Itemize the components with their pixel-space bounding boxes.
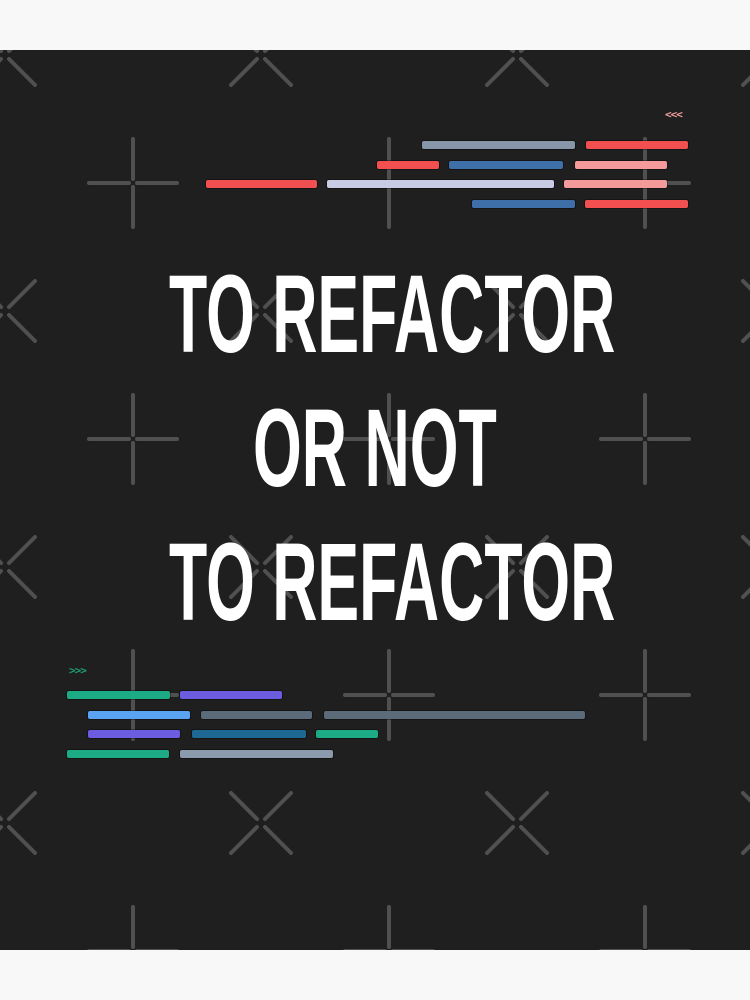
bottom-code-bar: [88, 711, 190, 719]
top-code-bar: [585, 200, 688, 208]
top-code-bar: [377, 161, 439, 169]
top-code-bar: [472, 200, 575, 208]
top-prompt-chevrons: <<<: [665, 108, 683, 121]
poster-artwork: <<< TO REFACTOR OR NOT TO REFACTOR >>>: [0, 50, 750, 950]
top-code-bar: [586, 141, 688, 149]
bottom-prompt-chevrons: >>>: [69, 664, 87, 677]
headline-line-1: TO REFACTOR: [0, 260, 750, 370]
bottom-code-bar: [180, 750, 333, 758]
headline-line-3: TO REFACTOR: [0, 528, 750, 638]
top-code-bar: [564, 180, 667, 188]
bottom-code-bar: [316, 730, 378, 738]
headline-text-3: TO REFACTOR: [169, 521, 616, 644]
headline-line-2: OR NOT: [0, 394, 750, 504]
headline-text-2: OR NOT: [253, 387, 497, 510]
bottom-code-bar: [324, 711, 585, 719]
top-code-bar: [575, 161, 667, 169]
top-code-bar: [422, 141, 575, 149]
top-code-bar: [327, 180, 554, 188]
bottom-code-bar: [67, 691, 170, 699]
top-code-bar: [449, 161, 563, 169]
bottom-code-bar: [67, 750, 169, 758]
bottom-code-bar: [180, 691, 282, 699]
bottom-code-bar: [201, 711, 312, 719]
bottom-code-bar: [88, 730, 180, 738]
bottom-code-bar: [192, 730, 306, 738]
top-code-bar: [206, 180, 317, 188]
headline-text-1: TO REFACTOR: [169, 253, 616, 376]
